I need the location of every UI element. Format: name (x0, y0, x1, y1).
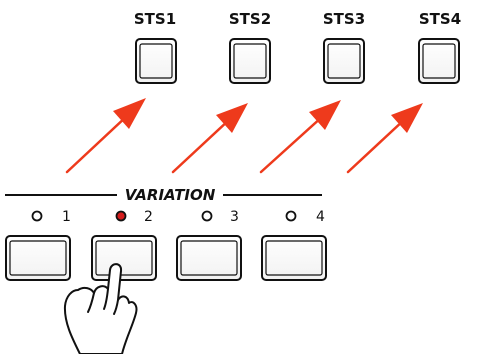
pointing-hand-icon (63, 263, 138, 354)
sts-label-4: STS4 (419, 10, 461, 28)
variation-button-4[interactable] (261, 235, 327, 281)
sts-label-1: STS1 (134, 10, 176, 28)
sts-label-3: STS3 (323, 10, 365, 28)
variation-indicator-2: 2 (115, 209, 153, 225)
led-1 (31, 210, 43, 222)
variation-number-4: 4 (316, 209, 325, 225)
led-2 (115, 210, 127, 222)
variation-indicator-4: 4 (285, 209, 325, 225)
sts-label-2: STS2 (229, 10, 271, 28)
sts-button-2[interactable]: STS2 (229, 10, 271, 84)
variation-header: VARIATION (5, 186, 322, 204)
variation-number-3: 3 (230, 209, 239, 225)
sts-button-4[interactable]: STS4 (418, 10, 461, 84)
variation-number-1: 1 (62, 209, 71, 225)
sts-button-3[interactable]: STS3 (323, 10, 365, 84)
sts-button-1[interactable]: STS1 (134, 10, 177, 84)
variation-button-1[interactable] (5, 235, 71, 281)
led-4 (285, 210, 297, 222)
arrow-to-sts3 (259, 100, 341, 174)
variation-indicator-3: 3 (201, 209, 239, 225)
variation-button-3[interactable] (176, 235, 242, 281)
variation-indicators: 1 2 3 4 (31, 209, 325, 225)
led-3 (201, 210, 213, 222)
arrow-to-sts1 (65, 98, 146, 174)
variation-title: VARIATION (125, 186, 216, 204)
variation-number-2: 2 (144, 209, 153, 225)
sts-button-row: STS1 STS2 STS3 STS4 (134, 10, 461, 84)
arrow-to-sts4 (346, 103, 423, 174)
variation-button-row (5, 235, 327, 281)
arrow-to-sts2 (171, 103, 248, 174)
variation-button-2[interactable] (91, 235, 157, 281)
arrow-group (65, 98, 423, 174)
variation-indicator-1: 1 (31, 209, 71, 225)
